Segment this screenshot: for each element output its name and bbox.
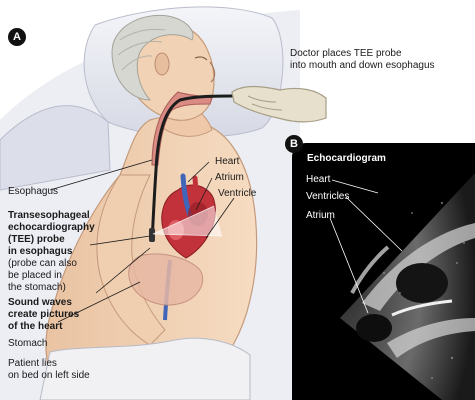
hair bbox=[111, 14, 194, 101]
stomach bbox=[128, 253, 204, 306]
probe-caption-line-2: into mouth and down esophagus bbox=[290, 60, 435, 71]
label-heart: Heart bbox=[215, 156, 240, 167]
label-tee-note: (probe can also be placed in the stomach… bbox=[8, 258, 77, 294]
tee-line-3: (TEE) probe bbox=[8, 234, 65, 245]
sound-line-3: of the heart bbox=[8, 321, 63, 332]
echo-label-ventricles: Ventricles bbox=[306, 191, 350, 202]
echo-title: Echocardiogram bbox=[307, 153, 386, 164]
atrium-chamber bbox=[356, 314, 392, 342]
label-stomach: Stomach bbox=[8, 338, 48, 349]
sound-line-1: Sound waves bbox=[8, 297, 72, 308]
tee-note-line-1: (probe can also bbox=[8, 258, 77, 269]
sound-waves bbox=[153, 206, 222, 236]
tee-note-line-2: be placed in bbox=[8, 270, 62, 281]
arm bbox=[96, 174, 166, 346]
ventricle-chamber bbox=[396, 263, 448, 303]
label-atrium: Atrium bbox=[215, 172, 244, 183]
patient-line-2: on bed on left side bbox=[8, 370, 90, 381]
probe-caption-line-1: Doctor places TEE probe bbox=[290, 48, 402, 59]
tee-line-2: echocardiography bbox=[8, 222, 95, 233]
tee-line-1: Transesophageal bbox=[8, 210, 90, 221]
panel-b-badge: B bbox=[285, 135, 303, 153]
panel-a-badge: A bbox=[8, 28, 26, 46]
echo-image bbox=[329, 173, 475, 400]
echocardiogram-panel: Echocardiogram Heart Ventricles Atrium bbox=[292, 143, 475, 400]
label-ventricle: Ventricle bbox=[218, 188, 257, 199]
probe-caption: Doctor places TEE probe into mouth and d… bbox=[290, 48, 435, 72]
echo-label-atrium: Atrium bbox=[306, 210, 335, 221]
tee-note-line-3: the stomach) bbox=[8, 282, 66, 293]
label-sound-waves: Sound waves create pictures of the heart bbox=[8, 297, 79, 333]
gloved-hand bbox=[231, 85, 327, 123]
label-tee-probe: Transesophageal echocardiography (TEE) p… bbox=[8, 210, 95, 258]
tee-line-4: in esophagus bbox=[8, 246, 73, 257]
echo-label-heart: Heart bbox=[306, 174, 331, 185]
label-patient: Patient lies on bed on left side bbox=[8, 358, 90, 382]
gown bbox=[39, 337, 251, 400]
tee-probe bbox=[150, 94, 234, 242]
label-esophagus: Esophagus bbox=[8, 186, 59, 197]
sound-line-2: create pictures bbox=[8, 309, 80, 320]
patient-line-1: Patient lies bbox=[8, 358, 57, 369]
